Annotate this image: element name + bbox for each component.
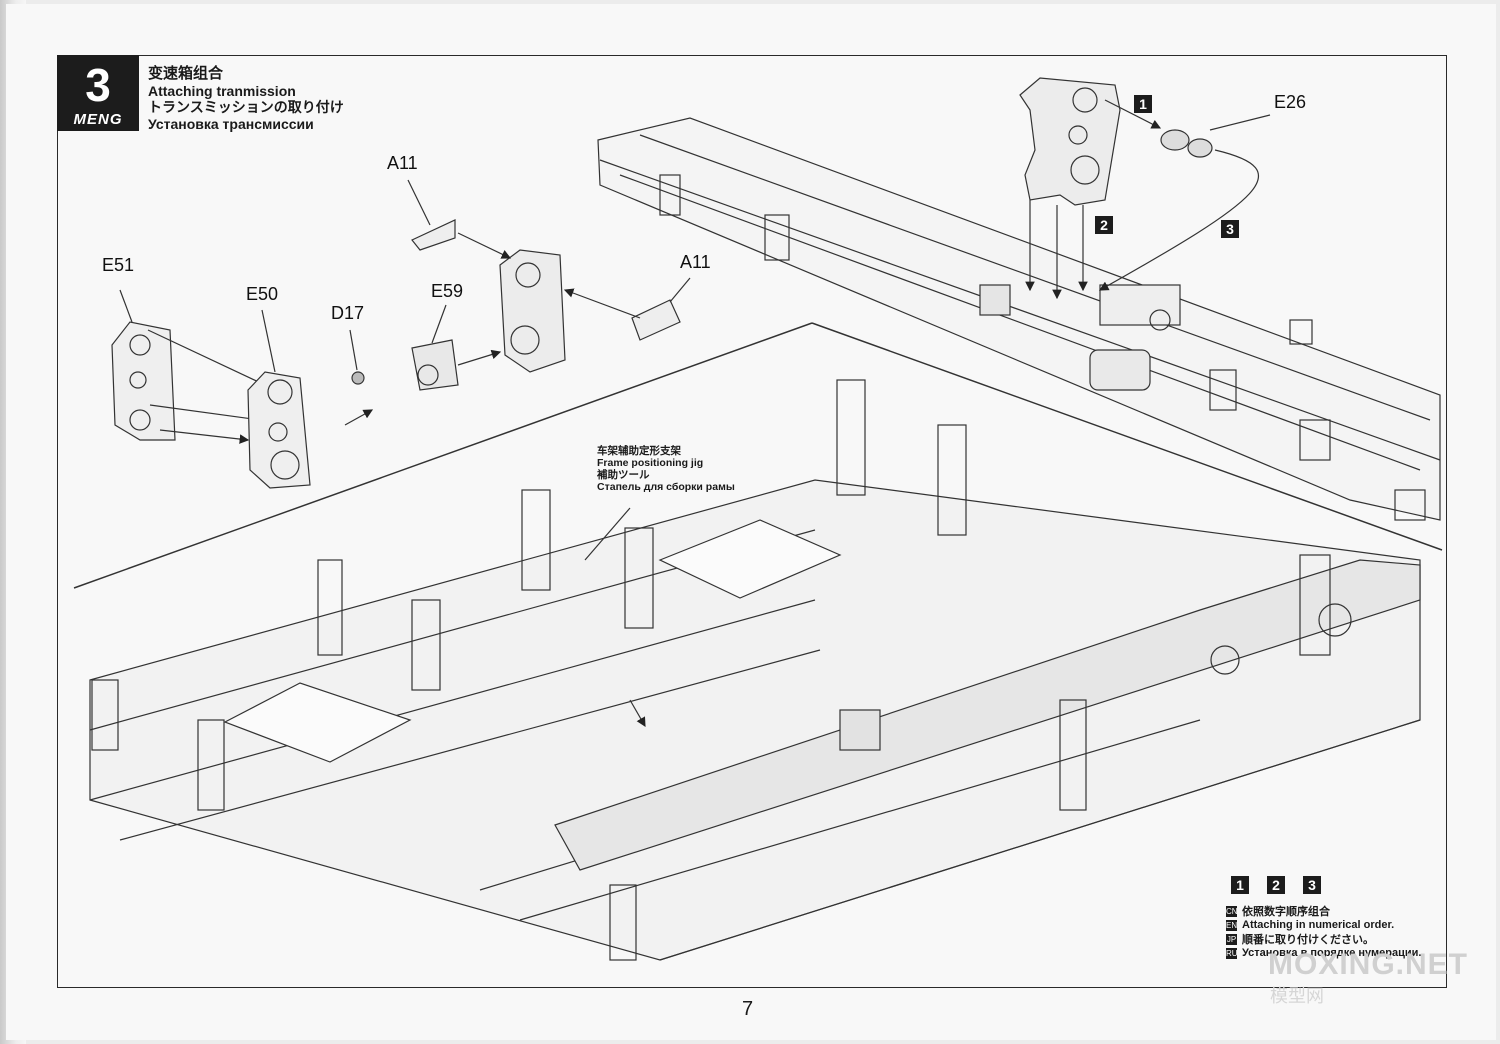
part-label-e26: E26 xyxy=(1274,92,1307,112)
part-label-e51: E51 xyxy=(102,255,135,275)
brand-logo: MENG xyxy=(73,111,123,128)
gearbox-parts xyxy=(111,179,691,489)
legend-boxes: 1 2 3 xyxy=(1231,876,1421,894)
sequence-marker-1: 1 xyxy=(1134,95,1152,113)
step-title-en: Attaching tranmission xyxy=(148,82,296,99)
jig-note-cn: 车架辅助定形支架 xyxy=(597,445,681,457)
legend-row-jp: JP 順番に取り付けください。 xyxy=(1226,933,1374,946)
step-title-cn: 变速箱组合 xyxy=(148,65,224,82)
part-label-a11-top: A11 xyxy=(387,153,418,173)
language-en-icon: EN xyxy=(1226,919,1238,931)
legend-box-2: 2 xyxy=(1267,876,1285,894)
separator-line-right xyxy=(811,322,1443,551)
part-label-e50: E50 xyxy=(246,284,279,304)
jig-note-ru: Стапель для сборки рамы xyxy=(597,481,735,493)
step-number: 3 xyxy=(85,59,111,111)
part-label-e59: E59 xyxy=(431,281,464,301)
part-label-d17: D17 xyxy=(331,303,365,323)
step-title-ru: Установка трансмиссии xyxy=(148,115,314,132)
language-ru-icon: RU xyxy=(1226,947,1238,959)
jig-note-en: Frame positioning jig xyxy=(597,457,704,469)
legend-row-cn: CN 依照数字顺序组合 xyxy=(1226,905,1330,918)
numbering-legend: 1 2 3 CN 依照数字顺序组合 EN Attaching in numeri… xyxy=(1226,876,1421,960)
transmission-assembly xyxy=(1019,77,1271,300)
legend-row-ru: RU Установка в порядке нумерации. xyxy=(1226,947,1422,959)
sequence-marker-2: 2 xyxy=(1095,216,1113,234)
legend-row-en: EN Attaching in numerical order. xyxy=(1226,919,1395,931)
part-label-a11-right: A11 xyxy=(680,252,711,272)
step-title-jp: トランスミッションの取り付け xyxy=(148,99,344,115)
jig-note-jp: 補助ツール xyxy=(597,469,650,481)
step-frame xyxy=(57,55,1447,988)
watermark-sub: 模型网 xyxy=(1270,986,1324,1006)
upper-chassis xyxy=(597,117,1441,521)
legend-box-1: 1 xyxy=(1231,876,1249,894)
jig-note: 车架辅助定形支架 Frame positioning jig 補助ツール Ста… xyxy=(597,445,735,493)
legend-box-3: 3 xyxy=(1303,876,1321,894)
watermark: MOXING.NET xyxy=(1268,948,1469,981)
separator-line xyxy=(73,322,813,589)
language-cn-icon: CN xyxy=(1226,905,1238,917)
page-number: 7 xyxy=(742,998,754,1020)
step-title: 变速箱组合 Attaching tranmission トランスミッションの取り… xyxy=(148,65,344,132)
jig-and-chassis xyxy=(89,379,1421,961)
step-badge: 3 MENG xyxy=(57,55,139,131)
language-jp-icon: JP xyxy=(1226,933,1237,945)
sequence-marker-3: 3 xyxy=(1221,220,1239,238)
